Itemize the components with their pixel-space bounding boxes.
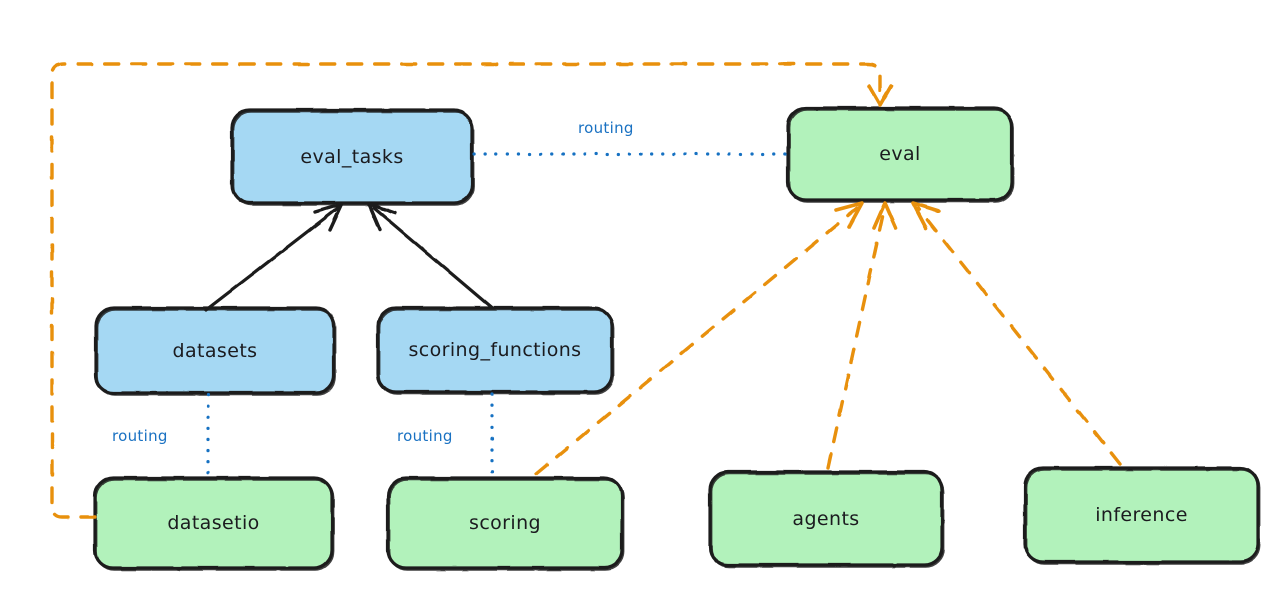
node-datasetio[interactable] — [93, 476, 335, 571]
node-eval_tasks[interactable] — [230, 108, 475, 206]
edge-scoring_functions-eval_tasks — [367, 202, 494, 310]
node-hit-scoring_functions[interactable] — [378, 308, 612, 392]
edge-label-routing-left: routing — [112, 427, 168, 445]
node-eval[interactable] — [786, 106, 1015, 203]
edge-scoring-eval — [534, 201, 864, 476]
node-shapes — [93, 106, 1261, 571]
node-hit-eval_tasks[interactable] — [232, 110, 472, 203]
edge-datasets-eval_tasks — [204, 202, 344, 312]
edge-shapes — [50, 62, 1122, 519]
node-hit-agents[interactable] — [710, 472, 942, 565]
edge-datasetio-eval — [50, 62, 893, 519]
node-inference[interactable] — [1023, 466, 1261, 565]
node-agents[interactable] — [708, 470, 945, 568]
node-scoring[interactable] — [386, 476, 625, 571]
edge-label-routing-top: routing — [578, 119, 634, 137]
node-hit-datasets[interactable] — [96, 308, 334, 393]
edge-agents-eval — [826, 201, 898, 470]
edge-label-routing-center: routing — [397, 427, 453, 445]
node-datasets[interactable] — [94, 306, 337, 396]
node-hit-scoring[interactable] — [388, 478, 622, 568]
node-hit-eval[interactable] — [788, 108, 1012, 200]
node-scoring_functions[interactable] — [376, 306, 615, 395]
node-hit-inference[interactable] — [1025, 468, 1258, 562]
node-hit-datasetio[interactable] — [95, 478, 332, 568]
edge-inference-eval — [911, 201, 1122, 466]
